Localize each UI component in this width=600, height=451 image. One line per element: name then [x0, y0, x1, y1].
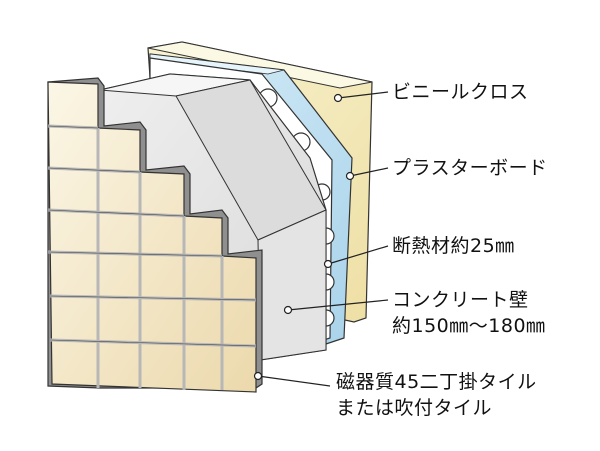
- label-vinyl-cloth: ビニールクロス: [392, 81, 529, 103]
- leader-tile: [257, 375, 331, 387]
- leader-lines: [257, 91, 389, 387]
- label-plasterboard: プラスターボード: [392, 157, 548, 179]
- label-concrete-line2: 約150㎜～180㎜: [392, 315, 546, 337]
- label-tile-line1: 磁器質45二丁掛タイル: [336, 371, 537, 393]
- leader-plasterboard: [349, 167, 389, 177]
- leader-dot: [345, 171, 355, 181]
- leader-dots: [253, 93, 355, 381]
- leader-dot: [283, 305, 293, 315]
- tile-layer: [47, 77, 263, 393]
- label-tile-line2: または吹付タイル: [336, 397, 493, 419]
- leader-dot: [253, 371, 263, 381]
- leader-dot: [333, 93, 343, 103]
- leader-dot: [323, 259, 333, 269]
- label-insulation: 断熱材約25㎜: [392, 235, 515, 257]
- leader-vinyl-cloth: [337, 91, 389, 99]
- leader-insulation: [327, 245, 389, 265]
- label-concrete-line1: コンクリート壁: [392, 289, 529, 311]
- leader-concrete: [287, 299, 389, 311]
